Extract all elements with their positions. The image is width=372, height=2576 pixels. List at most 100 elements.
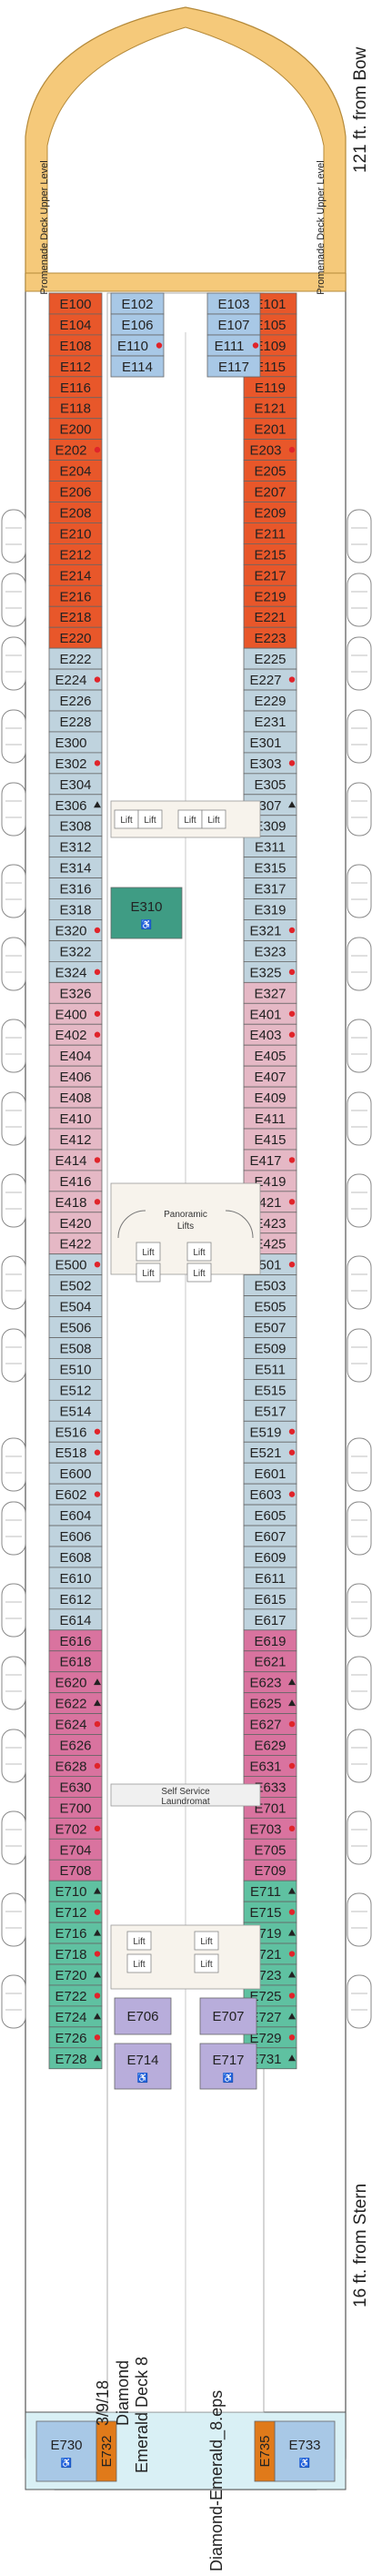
cabin-port: E104 [48, 313, 103, 336]
cabin-label: E221 [254, 610, 286, 625]
cabin-port: E630 [48, 1776, 103, 1798]
cabin-label: E711 [250, 1884, 281, 1900]
cabin-label: E117 [218, 360, 249, 375]
cabin-label: E712 [55, 1905, 86, 1921]
cabin-label: E207 [254, 485, 286, 501]
lift-box [136, 1242, 161, 1262]
cabin-label: E620 [55, 1676, 86, 1691]
lifeboat-icon [347, 782, 372, 837]
cabin-label: E121 [254, 401, 286, 417]
cabin-starboard: E211 [243, 522, 297, 544]
cabin-port: E708 [48, 1859, 103, 1881]
cabin-box [96, 2420, 117, 2482]
lifeboat-icon [1, 1328, 26, 1383]
connecting-dot-icon [94, 1428, 101, 1435]
cabin-box [114, 1997, 172, 2035]
cabin-label: E109 [254, 339, 286, 354]
cabin-label: E100 [59, 297, 91, 312]
cabin-starboard: E603 [243, 1483, 297, 1506]
connecting-dot-icon [94, 446, 101, 453]
lift-label: Lift [133, 1937, 146, 1947]
connecting-dot-icon [288, 1993, 296, 1999]
cabin-label: E309 [254, 819, 286, 835]
cabin-port: E516 [48, 1420, 103, 1443]
deck-date: 3/9/18 [94, 2379, 112, 2426]
cabin-port: E628 [48, 1755, 103, 1777]
cabin-label: E506 [59, 1321, 91, 1336]
lift-label: Lift [184, 816, 196, 826]
lifeboat-icon [347, 509, 372, 563]
cabin-port: E728 [48, 2047, 103, 2070]
lift: Lift [177, 809, 203, 829]
lift-label: Lift [200, 1937, 213, 1947]
lifeboat-icon [347, 1974, 372, 2029]
cabin-label: E304 [59, 777, 91, 793]
cabin-special: E310♿ [110, 887, 183, 939]
cabin-label: E702 [55, 1821, 86, 1837]
lifeboat-icon [347, 1810, 372, 1865]
cabin-port: E514 [48, 1399, 103, 1422]
cabin-label: E327 [254, 986, 286, 1001]
cabin-label: E514 [59, 1404, 91, 1419]
cabin-starboard: E229 [243, 689, 297, 712]
cabin-starboard: E325 [243, 961, 297, 983]
cabin-label: E422 [59, 1237, 91, 1253]
cabin-port: E616 [48, 1629, 103, 1652]
connecting-dot-icon [94, 1909, 101, 1915]
cabin-port: E406 [48, 1065, 103, 1088]
lifeboats [1, 509, 372, 2029]
connecting-dot-icon [288, 1491, 296, 1497]
lift-label: Lift [142, 1248, 155, 1258]
lifeboat-icon [1, 1892, 26, 1947]
lift-box [194, 1953, 219, 1973]
cabin-port: E206 [48, 481, 103, 502]
lifeboat-icon [347, 1583, 372, 1638]
connecting-dot-icon [288, 1909, 296, 1915]
cabin-label: E722 [55, 1989, 86, 2004]
lift-box [137, 809, 163, 829]
cabin-port: E712 [48, 1901, 103, 1923]
triangle-icon [94, 1929, 101, 1936]
cabin-starboard: E317 [243, 877, 297, 899]
cabin-label: E703 [249, 1821, 281, 1837]
cabin-label: E425 [254, 1237, 286, 1253]
cabin-special: E735 [254, 2420, 276, 2482]
cabin-port: E320 [48, 919, 103, 941]
ship-name: Diamond [114, 2359, 132, 2426]
cabin-label: E727 [249, 2010, 281, 2025]
cabin-starboard: E225 [243, 647, 297, 670]
connecting-dot-icon [94, 1199, 101, 1205]
triangle-icon [288, 1699, 296, 1707]
triangle-icon [288, 2054, 296, 2062]
wheelchair-icon: ♿ [141, 918, 152, 930]
cabin-label: E228 [59, 715, 91, 730]
cabin-label: E504 [59, 1300, 91, 1315]
file-name: Diamond-Emerald_8.eps [207, 2389, 226, 2571]
lift-box [126, 1931, 152, 1951]
connecting-dot-icon [94, 1157, 101, 1163]
cabin-starboard: E407 [243, 1065, 297, 1088]
cabin-label: E222 [59, 652, 91, 667]
cabin-box [114, 2043, 172, 2090]
cabin-label: E500 [55, 1258, 86, 1273]
cabin-label: E600 [59, 1466, 91, 1482]
lifeboat-icon [347, 1019, 372, 1073]
lift-label: Lift [133, 1960, 146, 1970]
cabin-label: E406 [59, 1070, 91, 1085]
cabin-label: E512 [59, 1383, 91, 1398]
cabin-port: E502 [48, 1274, 103, 1297]
cabin-label: E408 [59, 1090, 91, 1106]
cabin-label: E601 [254, 1466, 286, 1482]
cabin-label: E612 [59, 1592, 91, 1607]
lifeboat-icon [347, 1656, 372, 1710]
triangle-icon [288, 1929, 296, 1936]
cabin-label: E402 [55, 1028, 86, 1043]
cabin-port: E214 [48, 563, 103, 586]
lift: Lift [126, 1931, 152, 1951]
cabin-label: E716 [55, 1926, 86, 1942]
cabin-starboard: E227 [243, 668, 297, 691]
cabin-starboard: E711 [243, 1880, 297, 1902]
cabin-starboard: E725 [243, 1984, 297, 2007]
lifeboat-icon [1, 1437, 26, 1492]
cabin-starboard: E209 [243, 502, 297, 523]
